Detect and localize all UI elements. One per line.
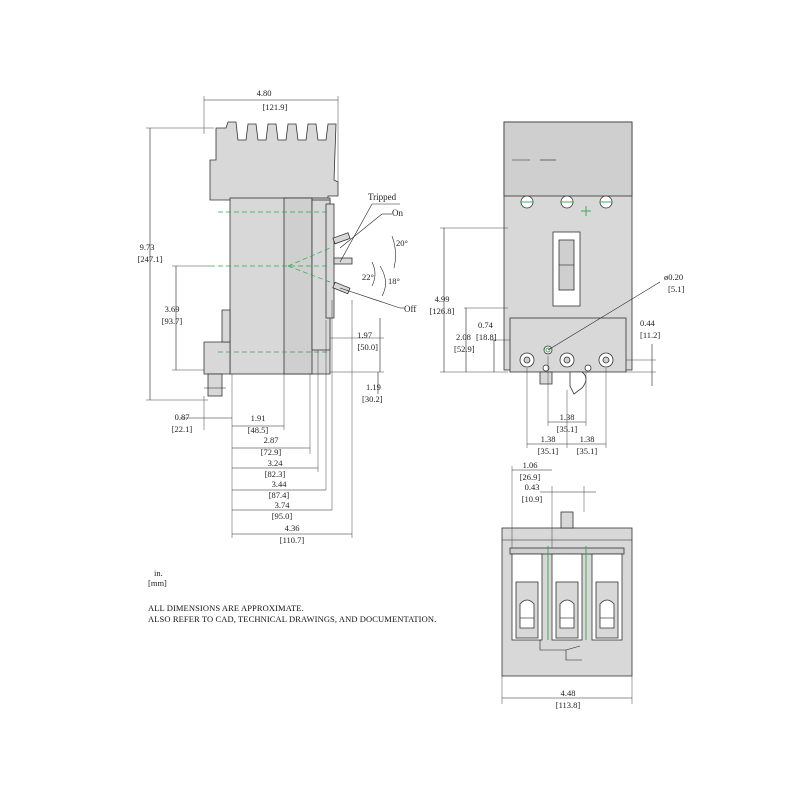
dim-height-in: 9.73	[140, 242, 155, 252]
dim-lug-offset-mm: [11.2]	[640, 330, 660, 340]
label-off: Off	[404, 304, 416, 314]
dim-height-mm: [247.1]	[138, 254, 163, 264]
bottom-view: 1.06 [26.9] 0.43 [10.9] 4.48 [113.8]	[501, 460, 633, 710]
dim-depth-2-mm: [72.9]	[261, 447, 282, 457]
trip-linkage	[539, 640, 582, 661]
dim-pole-spacing-right-mm: [35.1]	[577, 446, 598, 456]
dim-depth-1-mm: [48.5]	[248, 425, 269, 435]
trip-unit-cam	[569, 371, 587, 395]
arc-chute-fins	[209, 121, 339, 201]
dim-depth-4-mm: [87.4]	[269, 490, 290, 500]
dim-bottom-width-in: 4.48	[561, 688, 576, 698]
angle-20: 20°	[396, 238, 408, 248]
dim-depth-5-mm: [95.0]	[272, 511, 293, 521]
label-on: On	[392, 208, 403, 218]
dim-depth-4-in: 3.44	[272, 479, 288, 489]
mount-plate	[221, 309, 231, 343]
dim-lug-center-mm: [52.9]	[454, 344, 475, 354]
angle-22: 22°	[362, 272, 374, 282]
body-front-section	[283, 197, 313, 375]
angle-18: 18°	[388, 276, 400, 286]
dim-lug-center-in: 2.08	[456, 332, 471, 342]
units-in: in.	[154, 568, 163, 578]
dim-depth-6-mm: [110.7]	[280, 535, 305, 545]
handle-escutcheon	[325, 203, 335, 319]
dim-lug-height-in: 1.19	[366, 382, 381, 392]
dim-pole-spacing-right-in: 1.38	[580, 434, 595, 444]
dim-overall-width-in: 4.80	[257, 88, 272, 98]
side-view: Tripped On Off 20° 22° 18° 4.80 [121.9] …	[138, 88, 417, 545]
dim-mount-height-in: 1.97	[357, 330, 372, 340]
dim-overall-width-mm: [121.9]	[263, 102, 288, 112]
dim-mount-height-mm: [50.0]	[357, 342, 378, 352]
dim-bottom-offset-b-in: 0.43	[525, 482, 540, 492]
handle-tripped	[333, 257, 353, 265]
dim-depth-3-in: 3.24	[268, 458, 284, 468]
base-block	[203, 341, 231, 375]
bottom-handle	[560, 511, 574, 529]
dim-hole-dia-mm: [5.1]	[668, 284, 684, 294]
label-tripped: Tripped	[368, 192, 397, 202]
dim-centerline-height-mm: [93.7]	[162, 316, 183, 326]
dim-terminal-offset-mm: [18.8]	[476, 332, 497, 342]
lug-bottom-1	[519, 599, 535, 629]
dim-depth-6-in: 4.36	[285, 523, 300, 533]
dim-centerline-height-in: 3.69	[165, 304, 180, 314]
handle-on	[332, 232, 351, 245]
dim-pole-spacing-left-mm: [35.1]	[538, 446, 559, 456]
lug-bottom-3	[599, 599, 615, 629]
dim-pole-spacing-mid-in: 1.38	[560, 412, 575, 422]
dim-depth-5-in: 3.74	[275, 500, 291, 510]
dim-front-height-in: 4.99	[435, 294, 450, 304]
dim-lug-height-mm: [30.2]	[362, 394, 383, 404]
front-view: ø0.20 [5.1] 4.99 [126.8] 2.08 [52.9] 0.7…	[430, 121, 684, 456]
dim-depth-2-in: 2.87	[264, 435, 279, 445]
dim-bottom-offset-a-mm: [26.9]	[520, 472, 541, 482]
dim-lug-offset-in: 0.44	[640, 318, 656, 328]
lug-bottom-2	[559, 599, 575, 629]
legend: in. [mm] ALL DIMENSIONS ARE APPROXIMATE.…	[148, 568, 436, 624]
dim-bottom-width-mm: [113.8]	[556, 700, 581, 710]
dim-depth-3-mm: [82.3]	[265, 469, 286, 479]
dim-bottom-offset-b-mm: [10.9]	[522, 494, 543, 504]
dim-pole-spacing-left-in: 1.38	[541, 434, 556, 444]
leader-hole-dia	[547, 281, 661, 351]
rear-lug	[207, 373, 223, 397]
units-mm: [mm]	[148, 578, 167, 588]
dim-bottom-offset-a-in: 1.06	[523, 460, 538, 470]
bottom-top-strip	[509, 547, 625, 555]
dim-terminal-offset-in: 0.74	[478, 320, 494, 330]
handle-off	[332, 281, 351, 295]
dim-rear-offset-mm: [22.1]	[172, 424, 193, 434]
dim-pole-spacing-mid-mm: [35.1]	[557, 424, 578, 434]
note-refer: ALSO REFER TO CAD, TECHNICAL DRAWINGS, A…	[148, 614, 436, 624]
dim-rear-offset-in: 0.87	[175, 412, 190, 422]
dim-front-height-mm: [126.8]	[430, 306, 455, 316]
front-upper-panel	[503, 121, 633, 197]
trip-unit-tab	[539, 371, 553, 385]
note-approximate: ALL DIMENSIONS ARE APPROXIMATE.	[148, 603, 304, 613]
dim-depth-1-in: 1.91	[251, 413, 266, 423]
dim-hole-dia-in: ø0.20	[664, 272, 683, 282]
